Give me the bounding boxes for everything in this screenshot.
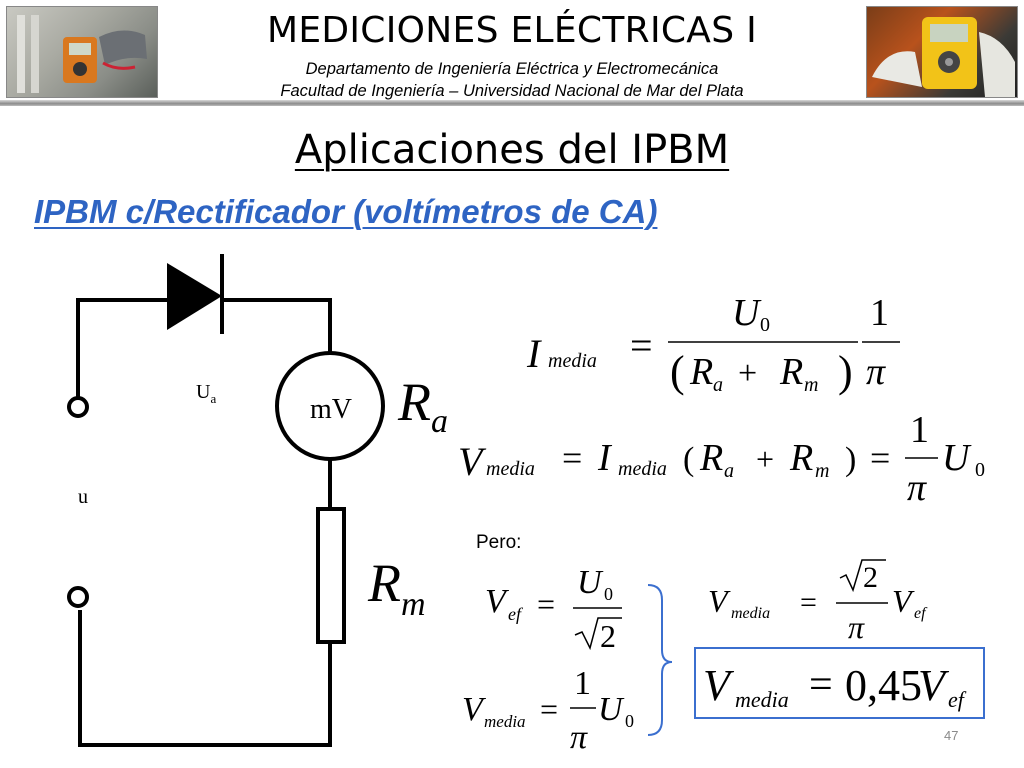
equation-result: V media = 0,45 V ef [703,661,967,712]
equation-v-media-1: V media = I media ( R a + R m ) = 1 π U … [458,409,985,509]
diode-symbol [167,263,222,330]
svg-text:V: V [918,661,950,710]
equation-v-media-2: V media = 1 π U 0 [462,665,634,756]
svg-text:1: 1 [910,409,929,451]
terminal-bottom [67,586,89,608]
svg-text:media: media [484,712,526,731]
svg-text:=: = [800,586,817,619]
svg-text:a: a [713,374,723,396]
svg-text:π: π [570,719,588,756]
svg-text:=: = [630,323,653,368]
multimeter-photo-left [6,6,158,98]
svg-text:V: V [458,439,487,484]
svg-text:+: + [756,441,774,477]
svg-text:V: V [708,583,731,619]
svg-text:+: + [738,355,757,392]
wire-top-left [76,298,168,398]
svg-text:I: I [526,331,542,376]
faculty-line: Facultad de Ingeniería – Universidad Nac… [280,82,744,100]
svg-text:): ) [838,347,853,396]
svg-text:a: a [724,460,734,482]
svg-text:V: V [485,583,510,620]
svg-text:0,45: 0,45 [845,661,922,710]
course-title: MEDICIONES ELÉCTRICAS I [266,10,758,51]
pero-label: Pero: [476,532,522,553]
svg-text:2: 2 [863,561,878,594]
svg-text:1: 1 [870,292,889,334]
rectifier-circuit-diagram: Ua u mV Ra Rm [67,254,448,747]
svg-text:=: = [870,438,890,478]
equation-v-media-3: V media = 2 π V ef [708,559,928,645]
millivoltmeter [275,351,385,461]
svg-text:media: media [548,350,597,372]
equation-i-media: I media = U 0 ( R a + R m ) 1 π [526,292,900,396]
svg-text:0: 0 [625,711,634,731]
ua-label: Ua [196,381,216,406]
svg-text:m: m [815,460,829,482]
svg-text:0: 0 [760,314,770,336]
svg-text:I: I [597,437,613,479]
svg-text:0: 0 [975,459,985,481]
svg-text:R: R [699,437,723,479]
svg-text:π: π [907,467,927,509]
svg-text:R: R [789,437,813,479]
resistor-rm [316,507,346,644]
svg-text:V: V [892,583,915,619]
svg-text:U: U [598,691,625,728]
result-highlight-box [694,647,985,719]
header-divider [0,100,1024,106]
wire-top-right [222,298,332,352]
curly-brace [647,584,673,736]
svg-text:media: media [486,458,535,480]
svg-text:ef: ef [508,604,524,624]
svg-text:R: R [689,351,713,393]
svg-text:V: V [703,661,735,710]
u-label: u [78,486,88,508]
svg-text:U: U [577,564,604,601]
svg-text:=: = [540,691,558,727]
svg-text:): ) [845,441,856,478]
svg-text:ef: ef [948,687,967,712]
svg-text:U: U [732,292,762,334]
slide-subtitle: IPBM c/Rectificador (voltímetros de CA) [34,193,658,230]
svg-text:media: media [731,605,770,622]
svg-text:(: ( [670,347,685,396]
svg-text:=: = [537,586,555,622]
svg-text:2: 2 [600,618,616,654]
svg-text:1: 1 [574,665,591,702]
meter-label: mV [310,394,352,425]
slide-title: Aplicaciones del IPBM [294,127,730,173]
svg-text:media: media [735,687,789,712]
svg-text:ef: ef [914,605,928,622]
svg-text:U: U [942,437,972,479]
svg-text:0: 0 [604,584,613,604]
svg-text:media: media [618,458,667,480]
department-line: Departamento de Ingeniería Eléctrica y E… [305,60,719,78]
rm-label: Rm [367,553,426,623]
svg-text:(: ( [683,441,694,478]
svg-text:R: R [779,351,803,393]
svg-text:π: π [848,609,865,645]
terminal-top [67,396,89,418]
equation-v-ef: V ef = U 0 2 [485,564,622,654]
svg-text:=: = [809,662,833,708]
wire-bottom [78,610,332,747]
ra-label: Ra [397,372,448,440]
svg-text:=: = [562,438,582,478]
multimeter-photo-right [866,6,1018,98]
svg-text:π: π [866,351,886,393]
page-number: 47 [944,728,959,743]
svg-text:m: m [804,374,818,396]
